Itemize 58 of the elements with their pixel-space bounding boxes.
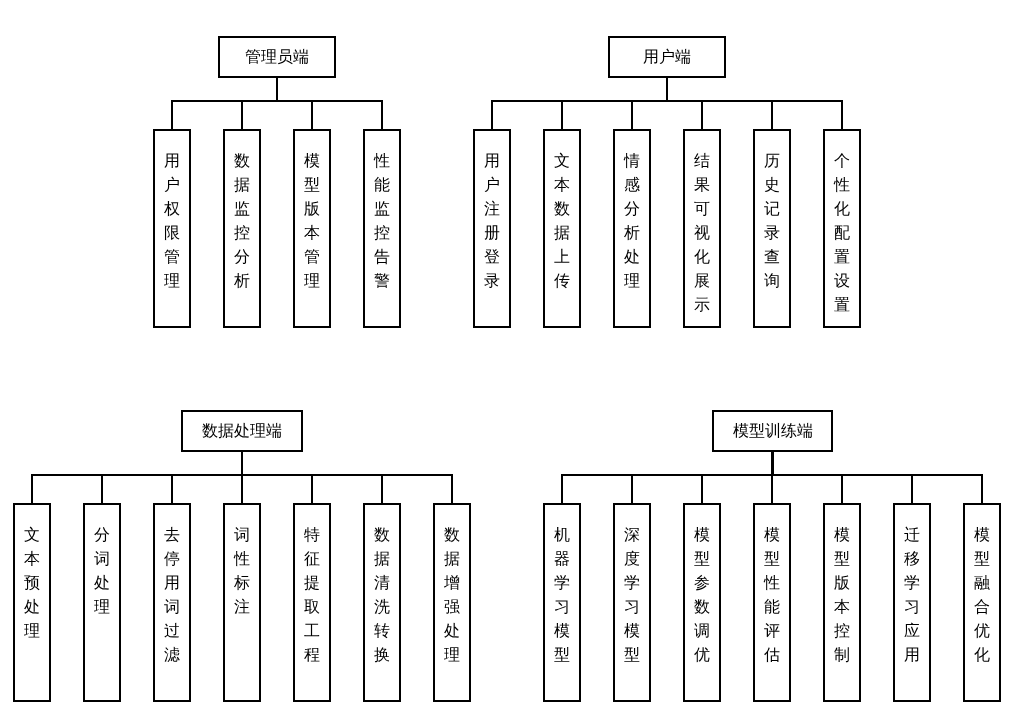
module-box [218, 36, 336, 78]
function-box [363, 503, 401, 702]
box-label: 模型训练端 [732, 421, 813, 441]
function-box [893, 503, 931, 702]
function-box [683, 129, 721, 328]
function-box [473, 129, 511, 328]
module-box [712, 410, 833, 452]
function-box [613, 129, 651, 328]
function-box [153, 129, 191, 328]
box-label: 模型版本控制 [834, 525, 850, 665]
function-box [363, 129, 401, 328]
connector-line [276, 77, 383, 130]
box-label: 数据清洗转换 [374, 525, 390, 665]
module-box [181, 410, 303, 452]
module-box [608, 36, 726, 78]
box-label: 迁移学习应用 [904, 525, 920, 665]
function-box [153, 503, 191, 702]
function-box [293, 503, 331, 702]
box-label: 用户权限管理 [164, 151, 180, 291]
function-box [823, 503, 861, 702]
box-label: 数据处理端 [202, 421, 282, 441]
box-label: 文本数据上传 [554, 151, 570, 291]
connector-line [241, 451, 453, 504]
function-box [293, 129, 331, 328]
box-label: 个性化配置设置 [834, 151, 850, 315]
box-label: 用户注册登录 [484, 151, 500, 291]
box-label: 模型版本管理 [304, 151, 320, 291]
function-box [823, 129, 861, 328]
box-label: 模型融合优化 [974, 525, 990, 665]
function-box [753, 129, 791, 328]
function-box [223, 129, 261, 328]
box-label: 文本预处理 [24, 525, 40, 641]
box-label: 数据监控分析 [234, 151, 250, 291]
function-box [13, 503, 51, 702]
function-box [543, 129, 581, 328]
box-label: 结果可视化展示 [694, 151, 710, 315]
function-box [683, 503, 721, 702]
box-label: 模型性能评估 [764, 525, 780, 665]
box-label: 模型参数调优 [694, 525, 710, 665]
function-box [223, 503, 261, 702]
function-box [753, 503, 791, 702]
box-label: 性能监控告警 [374, 151, 390, 291]
box-label: 深度学习模型 [624, 525, 640, 665]
function-box [433, 503, 471, 702]
box-label: 特征提取工程 [304, 525, 320, 665]
box-label: 分词处理 [94, 525, 110, 617]
box-label: 管理员端 [245, 47, 309, 67]
box-label: 历史记录查询 [764, 151, 780, 291]
box-label: 情感分析处理 [624, 151, 640, 291]
box-label: 用户端 [643, 47, 691, 67]
function-box [613, 503, 651, 702]
box-label: 数据增强处理 [444, 525, 460, 665]
function-box [543, 503, 581, 702]
box-label: 词性标注 [234, 525, 250, 617]
function-box [963, 503, 1001, 702]
box-label: 去停用词过滤 [164, 525, 180, 665]
box-label: 机器学习模型 [554, 525, 570, 665]
function-box [83, 503, 121, 702]
